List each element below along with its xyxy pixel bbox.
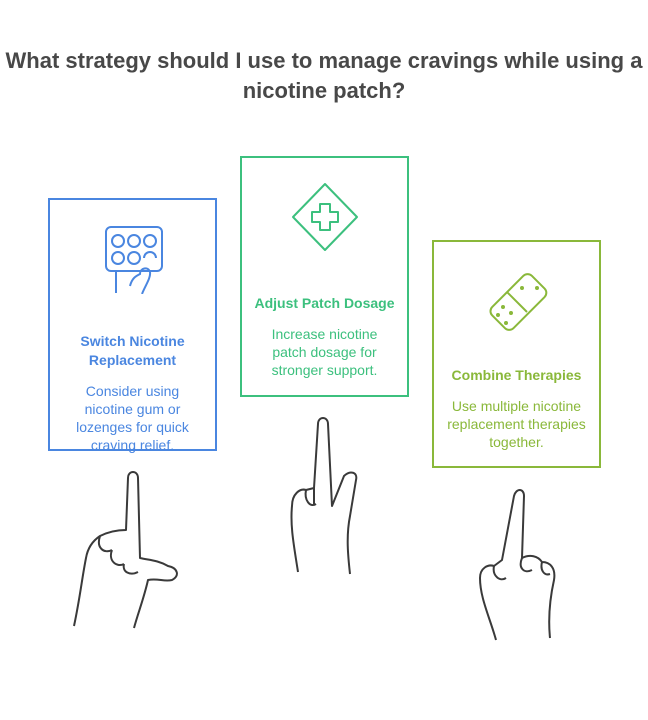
card-adjust-patch-dosage: Adjust Patch Dosage Increase nicotine pa… xyxy=(240,156,409,397)
card-heading: Switch Nicotine Replacement xyxy=(80,333,185,368)
card-heading: Adjust Patch Dosage xyxy=(254,295,395,311)
bandage-patch-icon xyxy=(488,273,547,331)
pointing-hand-icon xyxy=(73,471,178,629)
medical-cross-diamond-icon xyxy=(291,183,358,251)
lozenge-pack-icon xyxy=(104,226,163,294)
card-switch-nicotine-replacement: Switch Nicotine Replacement Consider usi… xyxy=(48,198,217,453)
card-description: Increase nicotine patch dosage for stron… xyxy=(271,326,378,378)
page-title: What strategy should I use to manage cra… xyxy=(5,48,643,103)
pointing-hand-icon xyxy=(290,417,358,575)
card-description: Use multiple nicotine replacement therap… xyxy=(447,398,586,450)
card-heading: Combine Therapies xyxy=(451,367,582,383)
card-description: Consider using nicotine gum or lozenges … xyxy=(76,383,189,453)
pointing-hand-icon xyxy=(479,489,556,641)
card-combine-therapies: Combine Therapies Use multiple nicotine … xyxy=(432,240,601,468)
